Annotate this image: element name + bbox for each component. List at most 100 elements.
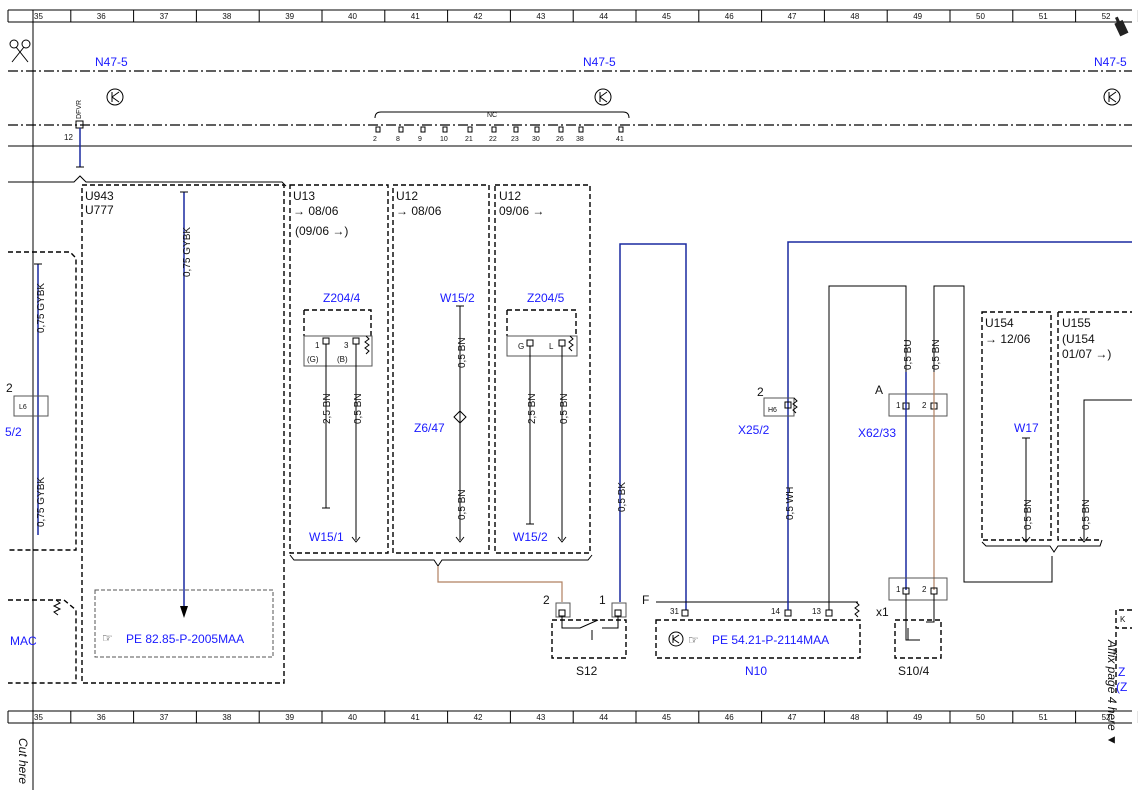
ruler-col-36: 36	[97, 713, 106, 722]
ruler-col-47: 47	[788, 12, 797, 21]
nc-pin-8: 8	[396, 136, 400, 143]
pin-12-label: 12	[64, 133, 73, 142]
left-l6-label: L6	[19, 404, 27, 411]
svg-text:31: 31	[670, 607, 679, 616]
bn05-right-label: 0,5 BN	[1081, 499, 1092, 530]
arrow-down-icon	[180, 606, 188, 618]
s12-label[interactable]: S12	[576, 664, 598, 678]
u12a-box	[392, 184, 490, 554]
u13-label: U13	[293, 189, 315, 203]
pe-left-ref[interactable]: PE 82.85-P-2005MAA	[126, 632, 244, 646]
ruler-col-45: 45	[662, 12, 671, 21]
right-z1-label: Z	[1118, 665, 1125, 679]
z6-47-label[interactable]: Z6/47	[414, 421, 445, 435]
ruler-col-40: 40	[348, 713, 357, 722]
svg-text:K: K	[1120, 615, 1126, 624]
svg-text:14: 14	[771, 607, 780, 616]
nc-pin-2: 2	[373, 136, 377, 143]
svg-text:1: 1	[896, 401, 901, 410]
svg-text:F: F	[642, 593, 649, 607]
nc-pin-9: 9	[418, 136, 422, 143]
svg-text:L: L	[549, 342, 554, 351]
z204-4-label[interactable]: Z204/4	[323, 291, 361, 305]
brown-wire-s12	[437, 566, 563, 602]
transistor-symbol-icon	[106, 88, 1121, 106]
svg-text:H6: H6	[768, 407, 777, 414]
left-2-label: 2	[6, 381, 13, 395]
nc-pin-41: 41	[616, 136, 624, 143]
w15-1-label[interactable]: W15/1	[309, 530, 344, 544]
s10-4-label[interactable]: S10/4	[898, 664, 930, 678]
x25-2-connector	[763, 397, 795, 417]
ruler-col-35: 35	[34, 12, 43, 21]
ruler-col-42: 42	[474, 12, 483, 21]
cut-here-text: Cut here	[16, 738, 30, 784]
w15-2-top-label[interactable]: W15/2	[440, 291, 475, 305]
z204-5-label[interactable]: Z204/5	[527, 291, 565, 305]
svg-text:13: 13	[812, 607, 821, 616]
x25-2-label[interactable]: X25/2	[738, 423, 770, 437]
u13-alt: (09/06 →)	[295, 224, 348, 238]
svg-text:2: 2	[922, 401, 927, 410]
n47-label-3: N47-5	[1094, 55, 1127, 69]
svg-text:1: 1	[896, 585, 901, 594]
svg-text:2: 2	[757, 385, 764, 399]
ruler-col-38: 38	[222, 713, 231, 722]
svg-text:1: 1	[599, 593, 606, 607]
u12a-label: U12	[396, 189, 418, 203]
wire-13	[828, 285, 907, 610]
z6-47-symbol	[453, 410, 467, 424]
pointing-hand-icon	[1114, 16, 1129, 37]
n10-label[interactable]: N10	[745, 664, 767, 678]
bn25-b-label: 2,5 BN	[527, 393, 538, 424]
ruler-col-37: 37	[160, 12, 169, 21]
pointing-hand-icon: ☞	[688, 633, 699, 647]
svg-text:(G): (G)	[307, 355, 319, 364]
nc-pin-30: 30	[532, 136, 540, 143]
s10-4-box	[894, 619, 942, 659]
s12-box	[551, 619, 627, 659]
pointing-hand-icon: ☞	[102, 631, 113, 645]
bk-wire	[619, 243, 687, 610]
ruler-col-46: 46	[725, 713, 734, 722]
w17-label[interactable]: W17	[1014, 421, 1039, 435]
ruler-col-48: 48	[850, 12, 859, 21]
u155-alt2: 01/07 →)	[1062, 347, 1111, 361]
pe-n10-ref[interactable]: PE 54.21-P-2114MAA	[712, 633, 829, 647]
ruler-col-42: 42	[474, 713, 483, 722]
u154-label: U154	[985, 316, 1014, 330]
bn05-b-label: 0,5 BN	[559, 393, 570, 424]
ruler-col-35: 35	[34, 713, 43, 722]
ruler-col-44: 44	[599, 12, 608, 21]
u154-box	[981, 311, 1052, 541]
left-52-label: 5/2	[5, 425, 22, 439]
ruler-col-40: 40	[348, 12, 357, 21]
ruler-col-41: 41	[411, 12, 420, 21]
bn25-a-label: 2,5 BN	[322, 393, 333, 424]
ruler-col-48: 48	[850, 713, 859, 722]
u13-from: → 08/06	[293, 204, 339, 218]
x62-33-label[interactable]: X62/33	[858, 426, 896, 440]
left-box	[8, 251, 77, 551]
dfvr-label: DFVR	[76, 100, 83, 119]
nc-pin-38: 38	[576, 136, 584, 143]
w15-2-bottom-label[interactable]: W15/2	[513, 530, 548, 544]
ruler-col-52: 52	[1102, 12, 1111, 21]
wh-wire	[787, 241, 1132, 610]
bn05-w152-bottom: 0,5 BN	[457, 489, 468, 520]
nc-pin-23: 23	[511, 136, 519, 143]
u155-label: U155	[1062, 316, 1091, 330]
nc-pin-21: 21	[465, 136, 473, 143]
u155-alt1: (U154	[1062, 332, 1095, 346]
pe-left-box	[94, 589, 274, 658]
nc-label: NC	[487, 112, 497, 119]
bk05-label: 0,5 BK	[617, 482, 628, 512]
u154-bracket	[981, 539, 1103, 553]
ruler-col-51: 51	[1039, 12, 1048, 21]
svg-text:2: 2	[543, 593, 550, 607]
bu05-label: 0,5 BU	[903, 339, 914, 370]
ruler-col-49: 49	[913, 713, 922, 722]
